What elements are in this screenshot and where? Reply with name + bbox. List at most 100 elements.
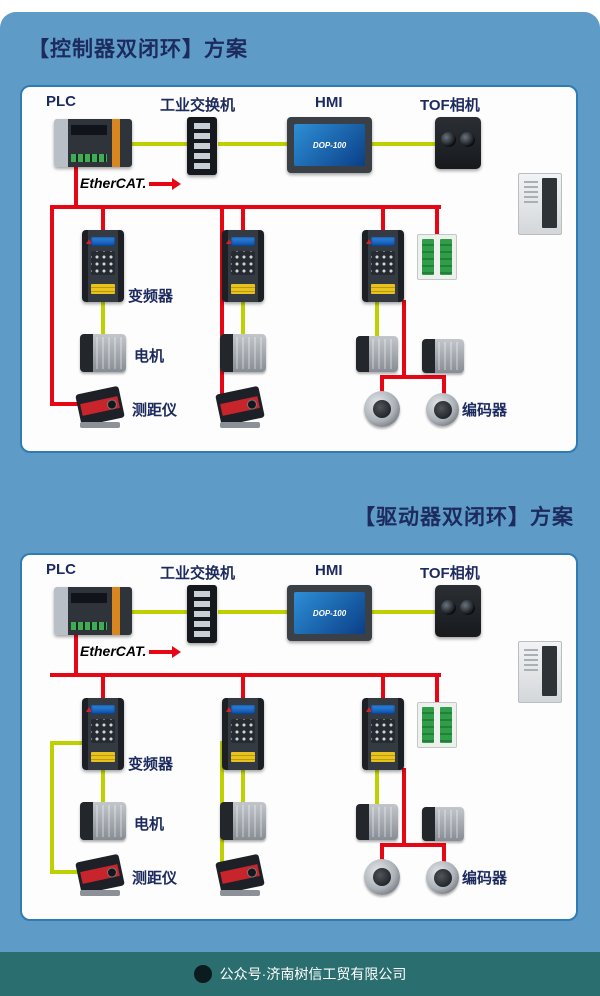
io-module-device xyxy=(417,234,457,280)
rangefinder-device-2 xyxy=(214,853,266,896)
inverter-display xyxy=(371,237,395,246)
tof-label: TOF相机 xyxy=(420,97,480,114)
ethercat-logo: EtherCAT. xyxy=(80,175,182,191)
ethercat-line xyxy=(435,207,439,236)
ethercat-line xyxy=(241,675,245,700)
warning-sticker xyxy=(91,284,115,294)
ethercat-logo-text: EtherCAT. xyxy=(80,643,147,659)
motor-power-line xyxy=(101,300,105,334)
rangefinder-device-1 xyxy=(74,853,126,896)
ethercat-bus-line xyxy=(50,205,441,209)
inverter-label: 变频器 xyxy=(128,756,174,773)
encoder-device-1 xyxy=(364,391,400,427)
inverter-label: 变频器 xyxy=(128,288,174,305)
inverter-device-3 xyxy=(362,698,404,770)
ethercat-line xyxy=(101,207,105,232)
ethercat-line xyxy=(101,675,105,700)
plc-label: PLC xyxy=(46,561,76,578)
encoder-feedback-line xyxy=(442,377,446,396)
ethercat-line xyxy=(381,675,385,700)
wechat-account-icon xyxy=(193,965,212,983)
inverter-device-1 xyxy=(82,698,124,770)
motor-power-line xyxy=(101,768,105,802)
diagram-panel-drive: DOP-100 PLC 工业交换机 HMI TOF相机 EtherCAT. 变频… xyxy=(20,553,578,921)
panel-title-drive: 【驱动器双闭环】方案 xyxy=(354,506,574,529)
encoder-feedback-line xyxy=(442,845,446,864)
ethercat-line xyxy=(381,207,385,232)
motor-device-4 xyxy=(422,807,464,841)
rangefinder-label: 测距仪 xyxy=(132,402,178,419)
motor-device-1 xyxy=(80,802,126,840)
rangefinder-feedback-line xyxy=(52,870,78,874)
rangefinder-feedback-line xyxy=(50,741,54,874)
rangefinder-feedback-line xyxy=(50,207,54,406)
encoder-feedback-line xyxy=(402,300,406,379)
hmi-screen: DOP-100 xyxy=(294,592,365,634)
motor-label: 电机 xyxy=(134,816,165,833)
ethercat-line xyxy=(74,165,78,207)
rangefinder-device-2 xyxy=(214,385,266,428)
signal-line xyxy=(132,610,187,614)
diagram-panel-controller: DOP-100 PLC 工业交换机 HMI TOF相机 EtherCAT. 变频… xyxy=(20,85,578,453)
warning-sticker xyxy=(371,284,395,294)
warning-sticker xyxy=(91,752,115,762)
hmi-device: DOP-100 xyxy=(287,585,372,641)
hmi-label: HMI xyxy=(315,94,343,111)
rangefinder-feedback-line xyxy=(52,741,84,745)
inverter-device-3 xyxy=(362,230,404,302)
signal-line xyxy=(372,610,435,614)
ethercat-line xyxy=(241,207,245,232)
switch-label: 工业交换机 xyxy=(160,97,236,114)
encoder-feedback-line xyxy=(380,843,446,847)
servo-drive-device xyxy=(518,641,562,703)
plc-device xyxy=(54,587,132,635)
rangefinder-device-1 xyxy=(74,385,126,428)
motor-device-1 xyxy=(80,334,126,372)
inverter-device-2 xyxy=(222,698,264,770)
motor-power-line xyxy=(375,300,379,336)
inverter-display xyxy=(91,237,115,246)
encoder-label: 编码器 xyxy=(462,402,508,419)
inverter-keypad xyxy=(371,719,395,743)
delta-logo-icon xyxy=(226,707,232,712)
motor-device-3 xyxy=(356,336,398,372)
inverter-keypad xyxy=(91,251,115,275)
footer-bar: 公众号·济南树信工贸有限公司 xyxy=(0,952,600,996)
inverter-keypad xyxy=(231,251,255,275)
hmi-label: HMI xyxy=(315,562,343,579)
inverter-keypad xyxy=(231,719,255,743)
encoder-device-1 xyxy=(364,859,400,895)
encoder-feedback-line xyxy=(380,845,384,862)
io-module-device xyxy=(417,702,457,748)
encoder-feedback-line xyxy=(380,377,384,394)
industrial-switch-device xyxy=(187,585,217,643)
inverter-keypad xyxy=(371,251,395,275)
industrial-switch-device xyxy=(187,117,217,175)
motor-power-line xyxy=(241,300,245,334)
encoder-label: 编码器 xyxy=(462,870,508,887)
inverter-display xyxy=(231,705,255,714)
encoder-device-2 xyxy=(426,393,459,426)
footer-text: 公众号·济南树信工贸有限公司 xyxy=(219,966,407,982)
plc-device xyxy=(54,119,132,167)
hmi-screen: DOP-100 xyxy=(294,124,365,166)
signal-line xyxy=(132,142,187,146)
delta-logo-icon xyxy=(366,239,372,244)
delta-logo-icon xyxy=(86,239,92,244)
warning-sticker xyxy=(231,752,255,762)
panel-title-controller: 【控制器双闭环】方案 xyxy=(28,38,248,61)
rangefinder-body xyxy=(75,385,125,427)
ethercat-line xyxy=(74,633,78,675)
ethercat-logo: EtherCAT. xyxy=(80,643,182,659)
ethercat-arrow-icon xyxy=(149,178,182,191)
tof-camera-device xyxy=(435,117,481,169)
inverter-device-2 xyxy=(222,230,264,302)
motor-power-line xyxy=(375,768,379,804)
warning-sticker xyxy=(371,752,395,762)
delta-logo-icon xyxy=(366,707,372,712)
tof-label: TOF相机 xyxy=(420,565,480,582)
hmi-device: DOP-100 xyxy=(287,117,372,173)
tof-camera-device xyxy=(435,585,481,637)
ethercat-logo-text: EtherCAT. xyxy=(80,175,147,191)
encoder-device-2 xyxy=(426,861,459,894)
